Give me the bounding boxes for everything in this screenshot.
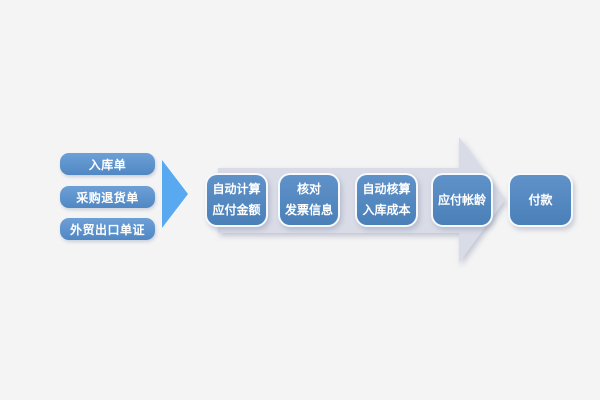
source-doc-label: 采购退货单 <box>76 190 139 205</box>
process-step-label: 发票信息 <box>284 203 333 217</box>
source-doc-box: 采购退货单 <box>60 186 155 208</box>
process-step-label: 自动核算 <box>362 182 411 196</box>
process-step-label: 入库成本 <box>362 203 411 217</box>
source-doc-label: 入库单 <box>88 157 127 172</box>
process-step-box: 应付帐龄 <box>431 173 493 227</box>
process-step-label: 核对 <box>296 182 321 196</box>
process-step-label: 应付金额 <box>212 203 261 217</box>
process-step-box: 核对 发票信息 <box>278 173 340 227</box>
source-doc-box: 入库单 <box>60 153 155 175</box>
process-step-label: 付款 <box>528 192 553 207</box>
source-doc-label: 外贸出口单证 <box>69 222 145 237</box>
process-step-box: 自动计算 应付金额 <box>205 173 268 227</box>
process-step-box: 自动核算 入库成本 <box>355 173 418 227</box>
right-triangle-arrow-icon <box>162 160 188 228</box>
process-step-label: 应付帐龄 <box>437 192 486 207</box>
source-doc-box: 外贸出口单证 <box>60 218 155 240</box>
process-step-box: 付款 <box>508 173 573 227</box>
process-step-label: 自动计算 <box>212 182 261 196</box>
